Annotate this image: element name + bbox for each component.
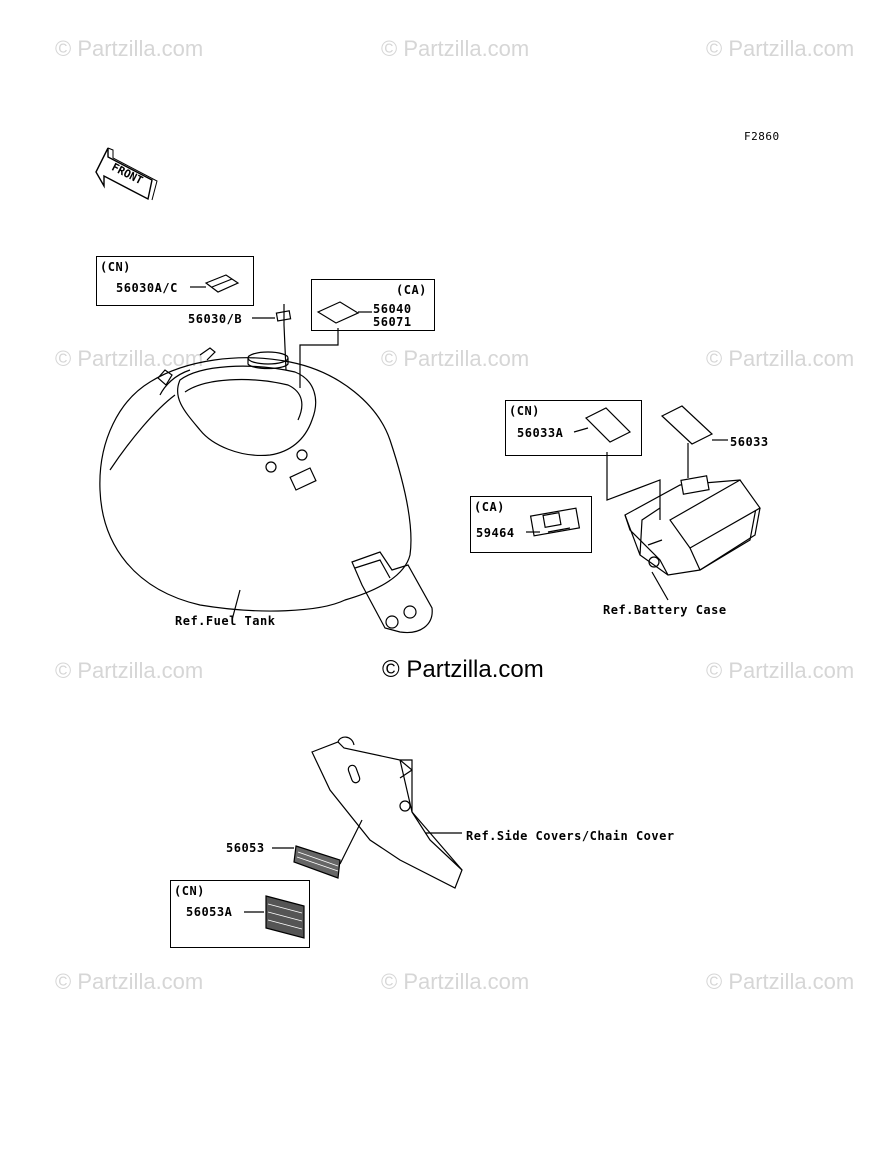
battery-case [624, 475, 761, 576]
fuel-tank [99, 347, 433, 634]
part-number: 56030/B [188, 312, 243, 326]
region-label: (CN) [100, 260, 131, 274]
watermark: © Partzilla.com [706, 36, 855, 61]
region-label: (CA) [396, 283, 427, 297]
callout-box-cover-cn [170, 880, 310, 948]
callout-box-fuel-cn [96, 256, 254, 306]
watermark: © Partzilla.com [55, 346, 204, 371]
watermark: © Partzilla.com [55, 969, 204, 994]
callout-box-fuel-ca [311, 279, 435, 331]
region-label: (CN) [174, 884, 205, 898]
reference-label: Ref.Side Covers/Chain Cover [466, 829, 675, 843]
watermark: © Partzilla.com [381, 969, 530, 994]
front-arrow-icon [95, 147, 158, 201]
watermark: © Partzilla.com [706, 969, 855, 994]
watermark-main: © Partzilla.com [382, 656, 544, 683]
part-number: 56033 [730, 435, 769, 449]
part-number: 56040 [373, 302, 412, 316]
watermark: © Partzilla.com [381, 346, 530, 371]
figure-code: F2860 [744, 130, 780, 143]
region-label: (CN) [509, 404, 540, 418]
part-number: 56053A [186, 905, 233, 919]
watermark: © Partzilla.com [706, 658, 855, 683]
watermark: © Partzilla.com [55, 36, 204, 61]
watermark: © Partzilla.com [706, 346, 855, 371]
part-number: 59464 [476, 526, 515, 540]
reference-label: Ref.Fuel Tank [175, 614, 276, 628]
side-cover [311, 736, 463, 889]
callout-box-battery-ca [470, 496, 592, 553]
watermark: © Partzilla.com [55, 658, 204, 683]
watermark: © Partzilla.com [381, 36, 530, 61]
region-label: (CA) [474, 500, 505, 514]
callout-box-battery-cn [505, 400, 642, 456]
part-number: 56053 [226, 841, 265, 855]
part-number: 56033A [517, 426, 564, 440]
part-number: 56071 [373, 315, 412, 329]
reference-label: Ref.Battery Case [603, 603, 727, 617]
part-number: 56030A/C [116, 281, 178, 295]
